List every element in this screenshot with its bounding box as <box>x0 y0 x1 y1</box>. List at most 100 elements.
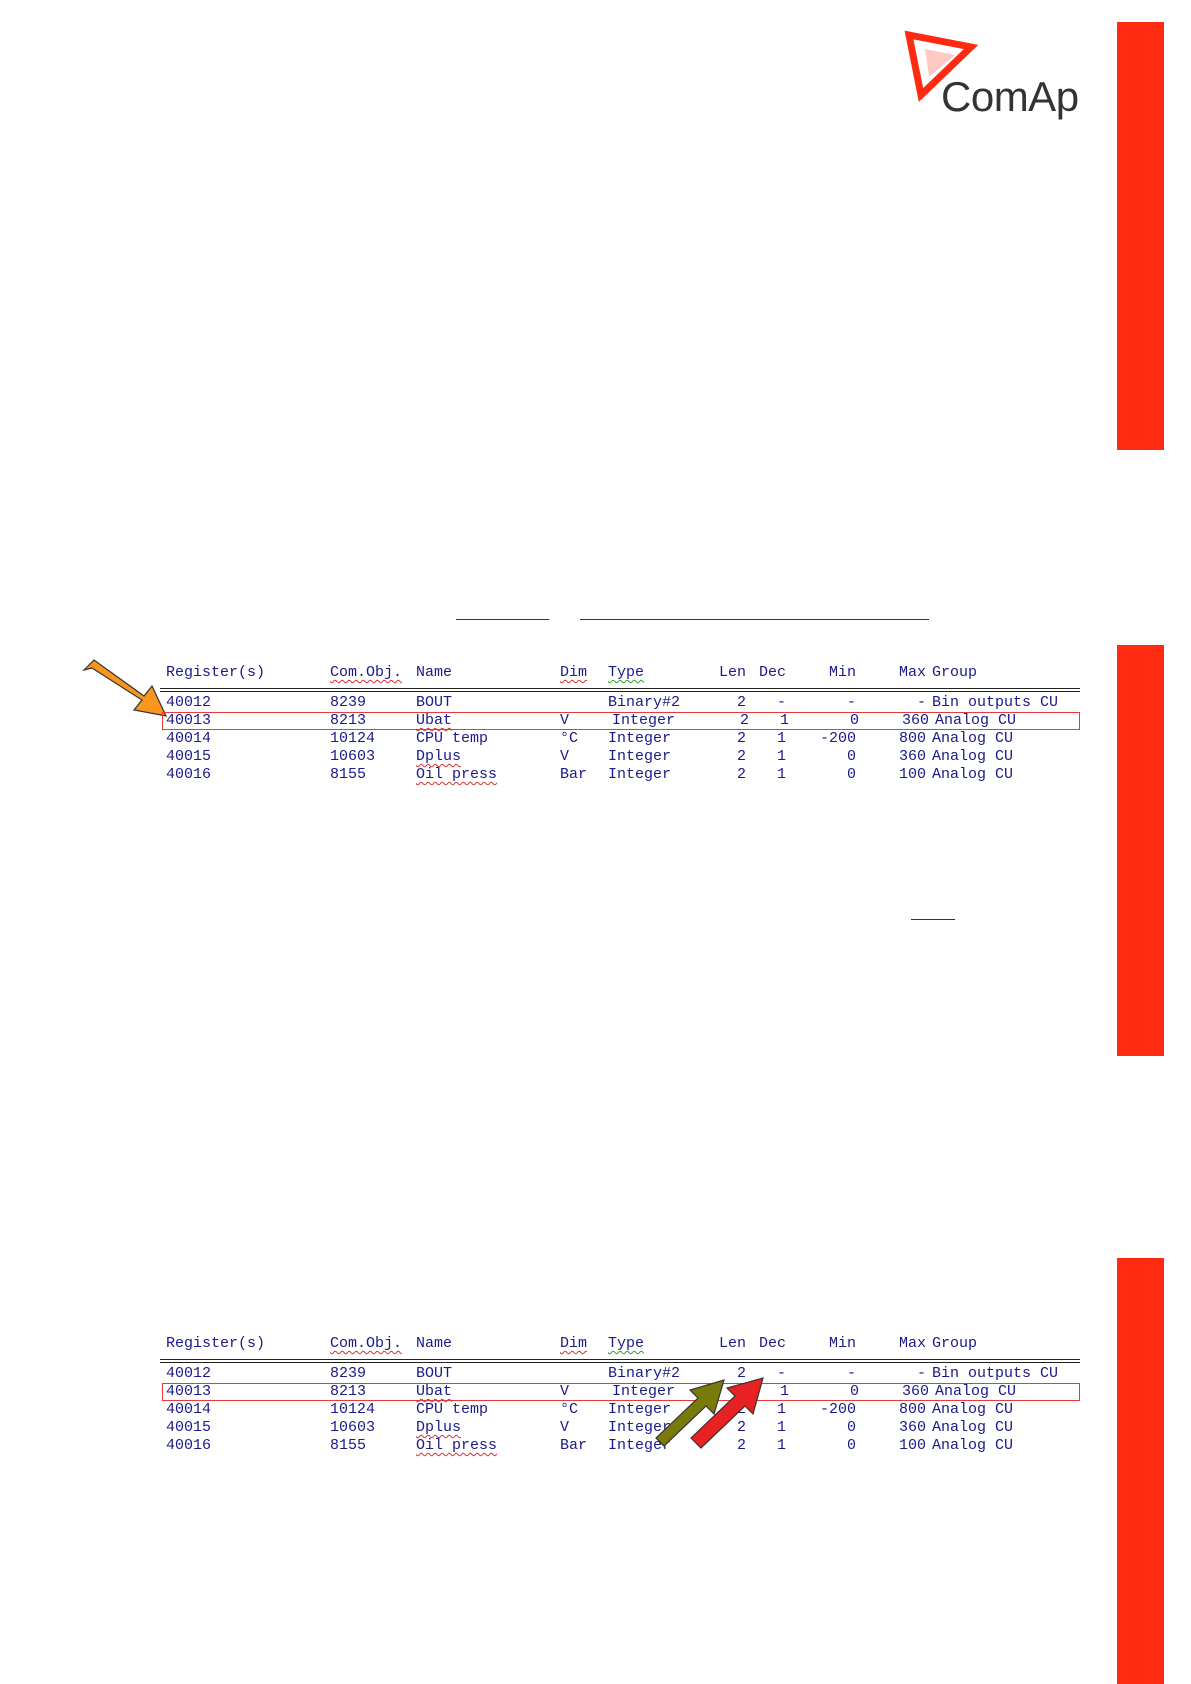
header-name: Name <box>416 664 453 681</box>
cell-max: 800 <box>898 730 926 747</box>
cell-name: Ubat <box>416 712 453 729</box>
cell-group: Analog CU <box>932 1419 1014 1436</box>
cell-dim: V <box>560 748 570 765</box>
cell-max: 360 <box>901 1383 929 1400</box>
orange-arrow-icon <box>82 659 168 717</box>
cell-min: 0 <box>849 712 859 729</box>
highlighted-row-box <box>162 1383 1080 1401</box>
cell-name: Oil press <box>416 1437 498 1454</box>
header-register: Register(s) <box>166 1335 266 1352</box>
header-rule <box>160 691 1080 692</box>
header-register: Register(s) <box>166 664 266 681</box>
cell-max: 360 <box>898 1419 926 1436</box>
cell-max: 100 <box>898 766 926 783</box>
cell-com-obj: 8155 <box>330 1437 367 1454</box>
cell-dec: 1 <box>776 730 786 747</box>
cell-name: Oil press <box>416 766 498 783</box>
cell-com-obj: 8213 <box>330 1383 367 1400</box>
cell-register: 40014 <box>166 730 212 747</box>
comap-triangle-icon <box>904 30 979 102</box>
cell-name: Ubat <box>416 1383 453 1400</box>
cell-register: 40015 <box>166 748 212 765</box>
link-underline-2[interactable] <box>580 619 929 620</box>
cell-dim: Bar <box>560 766 588 783</box>
header-max: Max <box>898 1335 926 1352</box>
cell-group: Bin outputs CU <box>932 1365 1059 1382</box>
cell-name: Dplus <box>416 748 462 765</box>
cell-min: - <box>846 694 856 711</box>
cell-type: Integer <box>612 712 676 729</box>
cell-len: 2 <box>736 1437 746 1454</box>
cell-type: Binary#2 <box>608 694 681 711</box>
cell-len: 2 <box>736 748 746 765</box>
cell-com-obj: 10603 <box>330 748 376 765</box>
cell-dim: °C <box>560 730 579 747</box>
header-min: Min <box>828 664 856 681</box>
cell-dec: - <box>776 1365 786 1382</box>
accent-bar-top <box>1117 22 1164 450</box>
cell-group: Analog CU <box>932 1401 1014 1418</box>
cell-com-obj: 10603 <box>330 1419 376 1436</box>
cell-name: Dplus <box>416 1419 462 1436</box>
cell-group: Analog CU <box>935 712 1017 729</box>
olive-arrow-icon <box>655 1379 725 1447</box>
cell-type: Integer <box>608 1401 672 1418</box>
cell-dec: 1 <box>776 1401 786 1418</box>
header-min: Min <box>828 1335 856 1352</box>
cell-name: BOUT <box>416 1365 453 1382</box>
cell-com-obj: 8239 <box>330 694 367 711</box>
cell-com-obj: 8213 <box>330 712 367 729</box>
cell-register: 40012 <box>166 694 212 711</box>
cell-register: 40013 <box>166 712 212 729</box>
cell-dec: 1 <box>776 766 786 783</box>
cell-max: - <box>916 694 926 711</box>
header-group: Group <box>932 1335 978 1352</box>
cell-dec: 1 <box>776 1437 786 1454</box>
header-max: Max <box>898 664 926 681</box>
cell-dec: 1 <box>776 748 786 765</box>
link-underline-3[interactable] <box>911 919 955 920</box>
cell-min: 0 <box>846 766 856 783</box>
red-arrow-icon <box>690 1377 764 1449</box>
cell-max: 800 <box>898 1401 926 1418</box>
cell-min: 0 <box>846 1437 856 1454</box>
header-com-obj: Com.Obj. <box>330 664 403 681</box>
cell-type: Integer <box>608 1419 672 1436</box>
comap-logo: ComAp <box>904 30 1082 128</box>
cell-group: Analog CU <box>932 766 1014 783</box>
cell-min: -200 <box>819 1401 856 1418</box>
cell-register: 40016 <box>166 766 212 783</box>
cell-group: Analog CU <box>932 1437 1014 1454</box>
cell-group: Analog CU <box>935 1383 1017 1400</box>
header-len: Len <box>718 1335 746 1352</box>
cell-len: 2 <box>736 1419 746 1436</box>
cell-max: 100 <box>898 1437 926 1454</box>
cell-group: Analog CU <box>932 730 1014 747</box>
link-underline-1[interactable] <box>456 619 549 620</box>
cell-len: 2 <box>736 694 746 711</box>
header-len: Len <box>718 664 746 681</box>
cell-dec: 1 <box>779 712 789 729</box>
cell-com-obj: 10124 <box>330 1401 376 1418</box>
cell-max: 360 <box>898 748 926 765</box>
cell-min: 0 <box>846 1419 856 1436</box>
cell-min: 0 <box>849 1383 859 1400</box>
cell-min: 0 <box>846 748 856 765</box>
highlighted-row-box <box>162 712 1080 730</box>
cell-type: Integer <box>608 1437 672 1454</box>
cell-type: Integer <box>608 766 672 783</box>
cell-name: BOUT <box>416 694 453 711</box>
cell-dim: V <box>560 712 570 729</box>
cell-type: Integer <box>608 730 672 747</box>
